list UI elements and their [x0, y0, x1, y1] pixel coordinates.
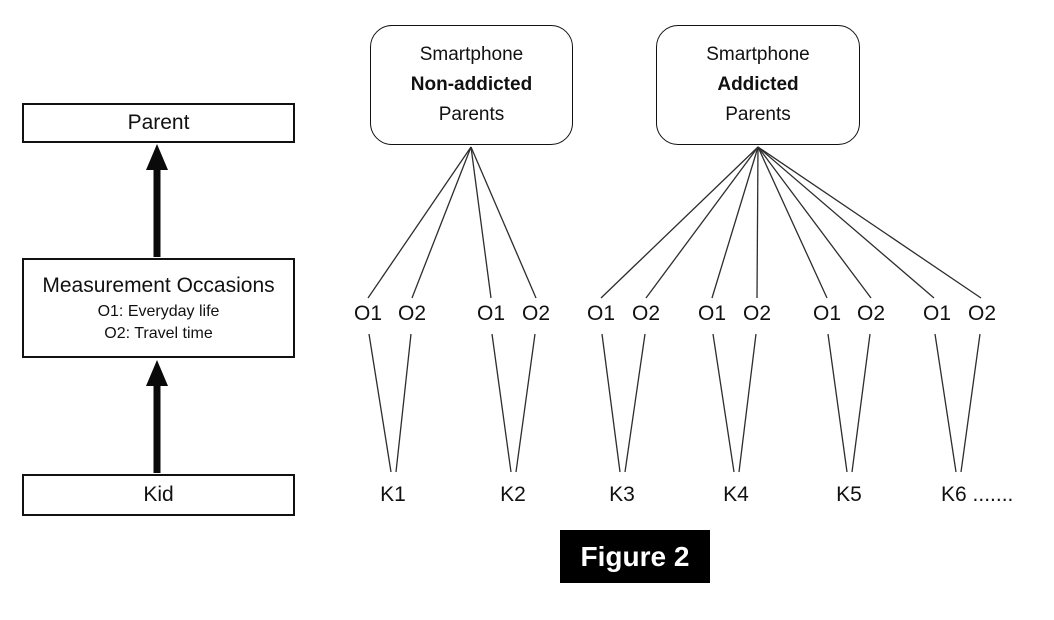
- occasion-o2-k1: O2: [397, 302, 427, 325]
- occasion-o2-k2: O2: [521, 302, 551, 325]
- fan-nonaddicted: [367, 146, 537, 299]
- kid-label-1: K1: [380, 483, 406, 506]
- occasion-o2-k5: O2: [856, 302, 886, 325]
- fan-addicted: [600, 146, 982, 299]
- group-box-addicted: Smartphone Addicted Parents: [656, 25, 860, 145]
- group2-line2: Addicted: [717, 74, 799, 95]
- group1-line1: Smartphone: [419, 44, 524, 65]
- occasion-o1-k1: O1: [353, 302, 383, 325]
- parent-box: Parent: [22, 103, 295, 143]
- v-lines-kids: [368, 333, 981, 473]
- kid-label-5: K5: [836, 483, 862, 506]
- figure-caption-label: Figure 2: [580, 540, 690, 572]
- occasion-2-description: O2: Travel time: [104, 325, 213, 342]
- parent-box-label: Parent: [127, 111, 190, 134]
- group1-line2: Non-addicted: [410, 74, 533, 95]
- kid-label-6: K6 .......: [941, 483, 1014, 506]
- occasion-o1-k5: O1: [812, 302, 842, 325]
- occasion-o2-k3: O2: [631, 302, 661, 325]
- arrow-occasions-to-parent: [146, 144, 168, 257]
- occasion-o1-k3: O1: [586, 302, 616, 325]
- measurement-occasions-box: Measurement Occasions O1: Everyday life …: [22, 258, 295, 358]
- kid-box: Kid: [22, 474, 295, 516]
- group1-line3: Parents: [438, 104, 505, 125]
- group-box-nonaddicted: Smartphone Non-addicted Parents: [370, 25, 573, 145]
- occasion-1-description: O1: Everyday life: [97, 303, 220, 320]
- arrow-kid-to-occasions: [146, 360, 168, 473]
- occasion-o2-k4: O2: [742, 302, 772, 325]
- kid-label-2: K2: [500, 483, 526, 506]
- occasion-o1-k2: O1: [476, 302, 506, 325]
- occasions-title: Measurement Occasions: [42, 274, 275, 297]
- kid-label-4: K4: [723, 483, 749, 506]
- occasion-o1-k6: O1: [922, 302, 952, 325]
- group2-line3: Parents: [725, 104, 791, 125]
- figure-caption-box: Figure 2: [560, 530, 710, 583]
- kid-label-3: K3: [609, 483, 635, 506]
- occasion-o2-k6: O2: [967, 302, 997, 325]
- kid-box-label: Kid: [143, 483, 174, 506]
- occasion-o1-k4: O1: [697, 302, 727, 325]
- group2-line1: Smartphone: [706, 44, 810, 65]
